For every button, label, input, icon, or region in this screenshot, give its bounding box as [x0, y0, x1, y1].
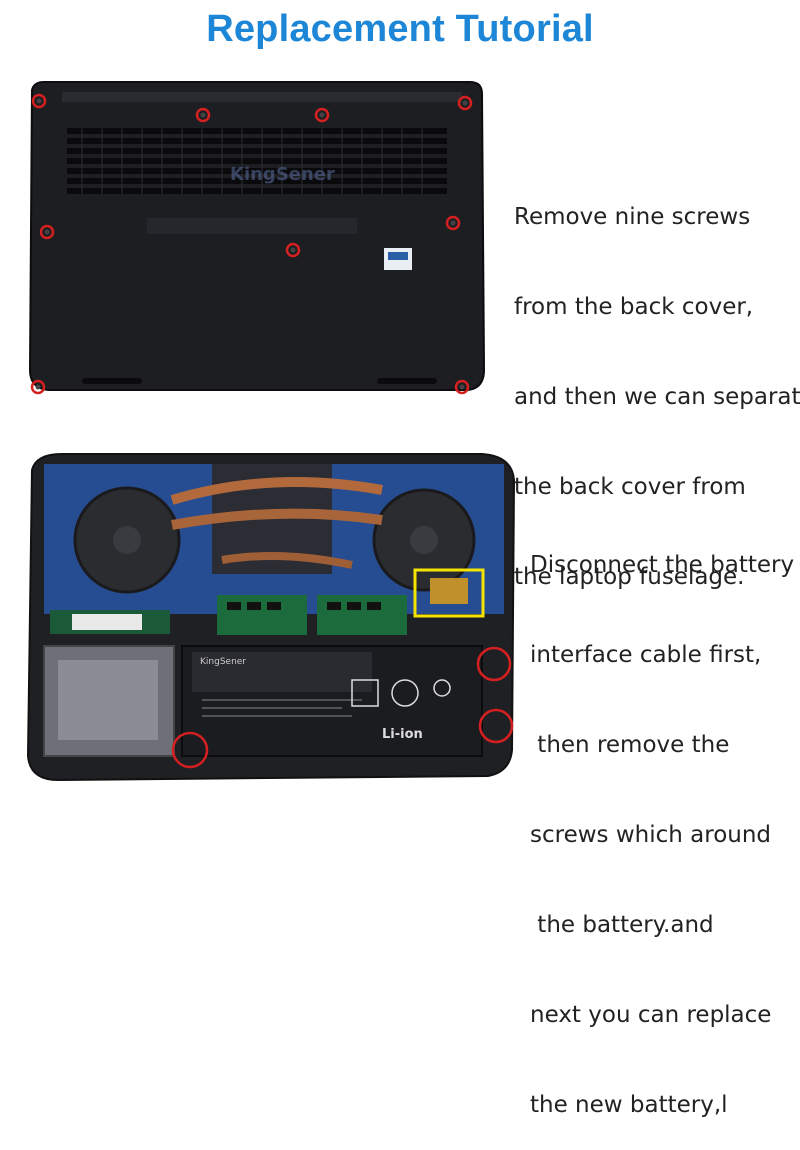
step2-line: interface cable first, — [530, 642, 762, 668]
step2-instructions: Disconnect the battery interface cable f… — [530, 490, 794, 1150]
step1-line: Remove nine screws — [514, 204, 751, 230]
step1-line: the laptop fuselage. — [514, 564, 745, 590]
step2-line: the battery.and — [530, 912, 714, 938]
step1-line: and then we can separate — [514, 384, 800, 410]
step1-instructions: Remove nine screws from the back cover, … — [514, 142, 800, 622]
watermark-top: KingSener — [230, 164, 335, 185]
watermark-bottom: KingSener — [200, 657, 246, 667]
step2-line: the new battery,l — [530, 1092, 728, 1118]
page-title: Replacement Tutorial — [206, 8, 594, 50]
back-cover-photo: KingSener — [22, 70, 492, 400]
step1-line: from the back cover, — [514, 294, 754, 320]
step2-line: screws which around — [530, 822, 772, 848]
battery-type-label: Li-ion — [382, 727, 423, 742]
laptop-internals-photo: KingSener Li-ion — [22, 450, 522, 790]
step2-line: then remove the — [530, 732, 730, 758]
step2-line: next you can replace — [530, 1002, 772, 1028]
step1-line: the back cover from — [514, 474, 746, 500]
step2-line: Disconnect the battery — [530, 552, 795, 578]
